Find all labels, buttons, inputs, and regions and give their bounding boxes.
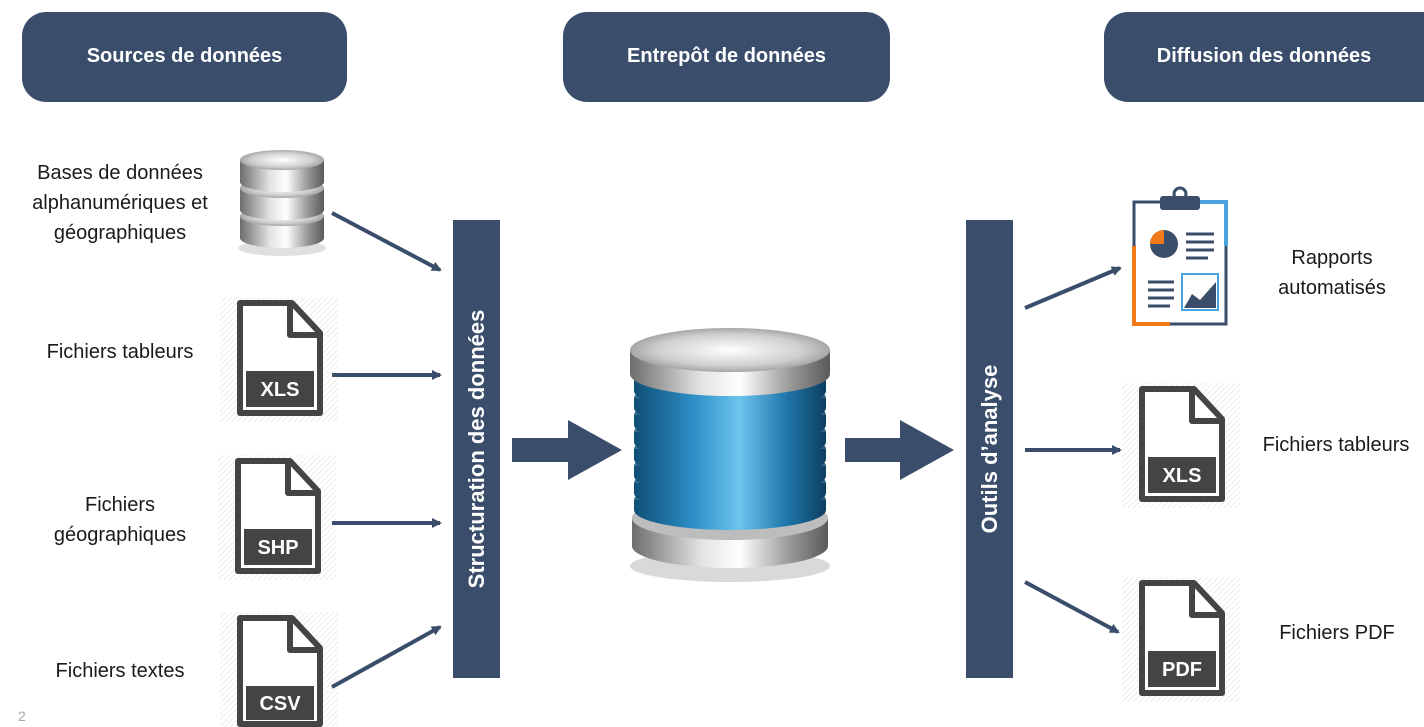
header-entrepot-label: Entrepôt de données <box>627 45 826 67</box>
file-icon-csv: CSV <box>220 612 338 727</box>
header-entrepot: Entrepôt de données <box>563 12 890 102</box>
header-sources-label: Sources de données <box>86 45 283 67</box>
page-number: 2 <box>18 708 26 724</box>
outils-label: Outils d’analyse <box>976 364 1002 534</box>
header-diffusion: Diffusion des données <box>1104 12 1424 102</box>
database-icon <box>238 150 326 256</box>
data-warehouse-icon <box>630 328 830 582</box>
file-icon-xls-output: XLS <box>1122 383 1240 508</box>
source-label-bases: Bases de données alphanumériques et géog… <box>32 162 208 244</box>
arrow-to-warehouse <box>512 420 622 480</box>
header-diffusion-label: Diffusion des données <box>1156 45 1372 67</box>
arrow-pdf <box>1024 580 1120 634</box>
header-sources: Sources de données <box>22 12 347 102</box>
clipboard-report-icon <box>1132 186 1228 326</box>
file-icon-xls-source: XLS <box>220 297 338 422</box>
file-icon-shp: SHP <box>218 455 336 580</box>
source-label-textes: Fichiers textes <box>55 660 185 682</box>
structuration-label: Structuration des données <box>463 309 489 589</box>
source-label-geographiques: Fichiers géographiques <box>53 494 187 546</box>
badge-pdf: PDF <box>1162 659 1202 681</box>
output-label-rapports: Rapports automatisés <box>1278 247 1386 299</box>
badge-csv: CSV <box>259 693 301 715</box>
arrow-rapports <box>1024 266 1122 310</box>
badge-xls-source: XLS <box>261 379 300 401</box>
badge-shp: SHP <box>257 537 298 559</box>
structuration-bar: Structuration des données <box>453 220 500 678</box>
output-label-tableurs: Fichiers tableurs <box>1262 434 1410 456</box>
source-label-tableurs: Fichiers tableurs <box>46 341 194 363</box>
file-icon-pdf: PDF <box>1122 577 1240 702</box>
badge-xls-output: XLS <box>1163 465 1202 487</box>
arrow-from-warehouse <box>845 420 954 480</box>
arrow-textes <box>331 625 442 689</box>
outils-bar: Outils d’analyse <box>966 220 1013 678</box>
arrow-bases <box>331 211 442 272</box>
output-label-pdf: Fichiers PDF <box>1279 622 1395 644</box>
